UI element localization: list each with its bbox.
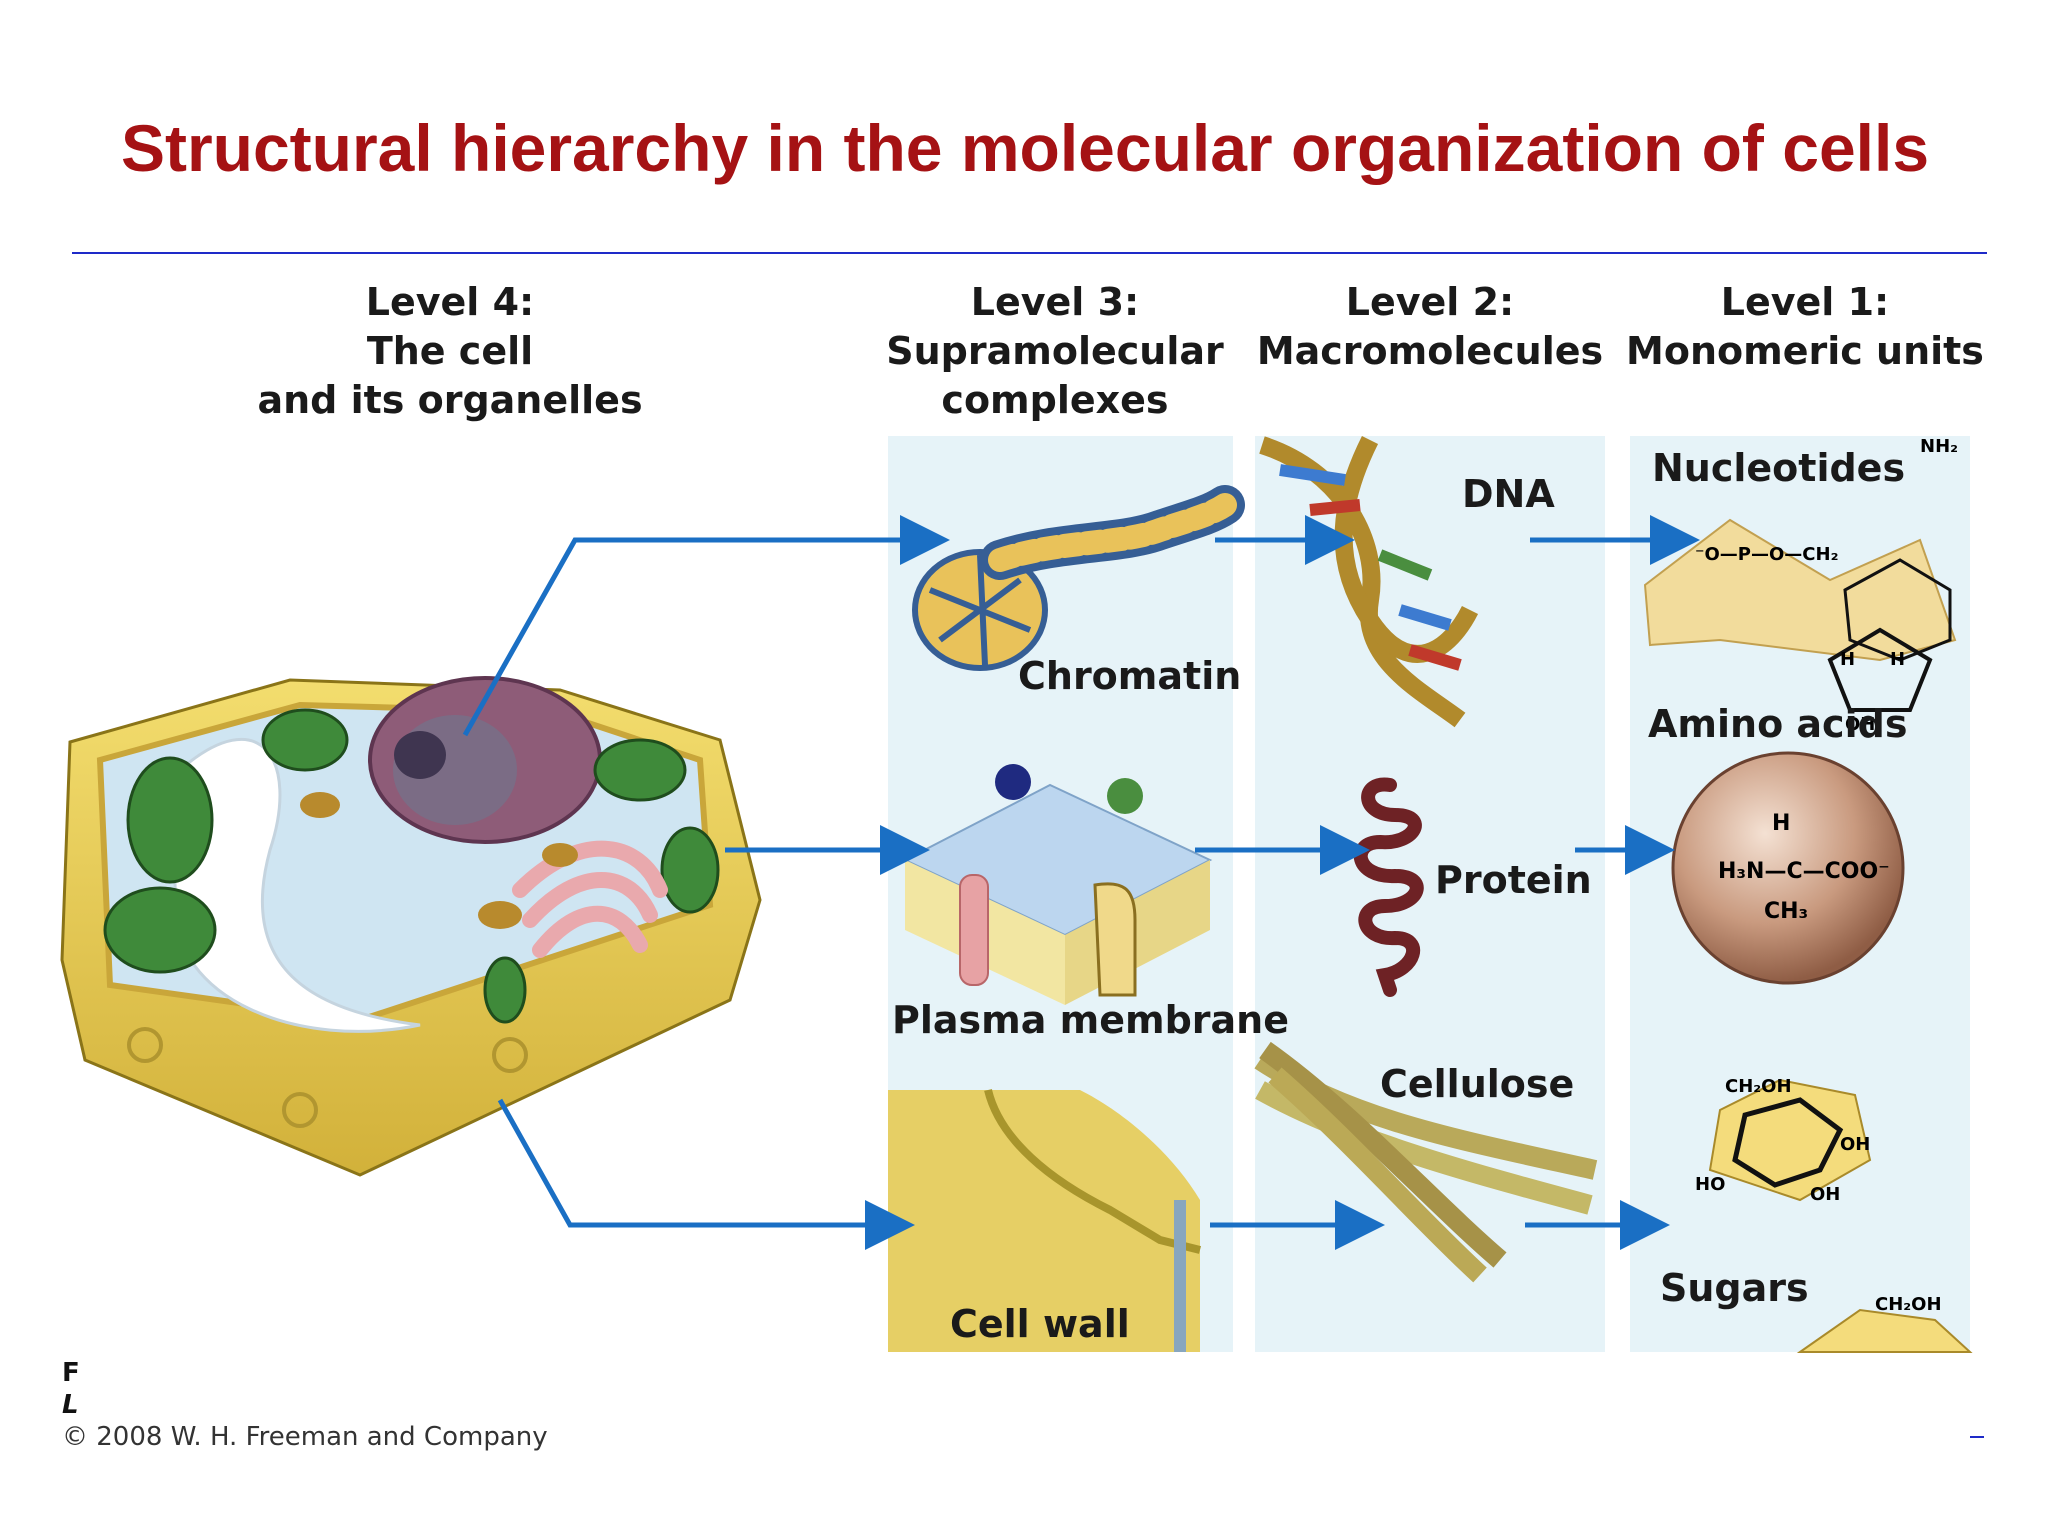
level3-line3: complexes: [941, 378, 1169, 422]
nh2-text: NH₂: [1920, 436, 1958, 457]
ch2oh-text-1: CH₂OH: [1725, 1076, 1792, 1097]
level4-heading: Level 4: The cell and its organelles: [230, 278, 670, 425]
footer-dash: [1970, 1436, 1984, 1438]
title-divider: [72, 252, 1987, 254]
oh-text-3: OH: [1810, 1184, 1840, 1205]
copyright-text: © 2008 W. H. Freeman and Company: [62, 1422, 548, 1452]
level2-line2: Macromolecules: [1256, 329, 1604, 373]
hierarchy-arrows: [462, 515, 1700, 1250]
level4-line1: Level 4:: [365, 280, 535, 324]
oh-text-2: OH: [1840, 1134, 1870, 1155]
level3-line2: Supramolecular: [886, 329, 1224, 373]
amino-acids-label: Amino acids: [1648, 702, 1908, 746]
level4-line2: The cell: [366, 329, 534, 373]
ch3-text: CH₃: [1764, 899, 1808, 924]
chromatin-illustration: [912, 485, 1245, 671]
h-text-2: H: [1890, 649, 1905, 670]
chromatin-label: Chromatin: [1018, 654, 1242, 698]
cellulose-label: Cellulose: [1380, 1062, 1575, 1106]
nucleotides-label: Nucleotides: [1652, 446, 1906, 490]
level1-line2: Monomeric units: [1626, 329, 1984, 373]
arrow-cell-to-chromatin: [462, 515, 950, 737]
amino-acid-sphere: H₃N—C—COO⁻ H CH₃: [1671, 751, 1905, 985]
amino-formula-text: H₃N—C—COO⁻: [1718, 859, 1890, 884]
protein-coil: [1353, 777, 1424, 997]
phosphate-text: ⁻O—P—O—CH₂: [1695, 544, 1838, 565]
cell-wall-label: Cell wall: [950, 1302, 1130, 1346]
level1-heading: Level 1: Monomeric units: [1620, 278, 1990, 376]
cellulose-fibers: [1254, 1041, 1598, 1283]
cell-wall-illustration: [888, 1089, 1201, 1352]
level2-line1: Level 2:: [1345, 280, 1515, 324]
h-text-3: H: [1772, 811, 1790, 836]
ho-text: HO: [1695, 1174, 1725, 1195]
dna-label: DNA: [1462, 472, 1555, 516]
level2-heading: Level 2: Macromolecules: [1250, 278, 1610, 376]
plasma-membrane-label: Plasma membrane: [892, 998, 1289, 1042]
level3-line1: Level 3:: [970, 280, 1140, 324]
footer-stub-2: L: [62, 1390, 79, 1420]
dna-helix: [1259, 435, 1479, 728]
level3-heading: Level 3: Supramolecular complexes: [880, 278, 1230, 425]
footer-stub-1: F: [62, 1358, 80, 1388]
level1-line1: Level 1:: [1720, 280, 1890, 324]
ch2oh-text-2: CH₂OH: [1875, 1294, 1942, 1315]
page-title: Structural hierarchy in the molecular or…: [120, 111, 1930, 185]
cell-illustration: [60, 676, 762, 1177]
nucleotide-structure: NH₂ ⁻O—P—O—CH₂ H H OH: [1643, 436, 1958, 735]
level4-line3: and its organelles: [257, 378, 643, 422]
sugars-label: Sugars: [1660, 1266, 1809, 1310]
sugar-ring: CH₂OH HO OH OH CH₂OH: [1695, 1076, 1973, 1353]
arrow-cell-to-wall: [497, 1098, 915, 1250]
oh-text-1: OH: [1845, 714, 1875, 735]
h-text-1: H: [1840, 649, 1855, 670]
protein-label: Protein: [1435, 858, 1592, 902]
membrane-illustration: [902, 764, 1213, 1005]
